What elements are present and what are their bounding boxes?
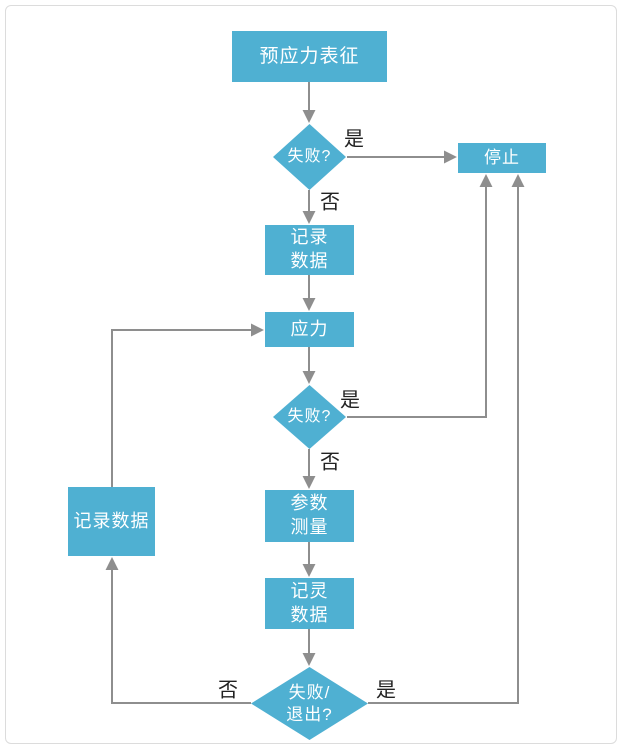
edge-fail3-no-to-leftbox: [105, 557, 251, 704]
edge-fail3-yes-to-stop-label: 是: [376, 679, 396, 702]
flow-node-decision-fail-2-label-line: 失败?: [287, 408, 332, 425]
edge-fail3-no-to-leftbox-label: 否: [218, 679, 238, 702]
flow-node-stress-label-line: 应力: [290, 318, 329, 339]
flow-node-parameter-measurement: 参数测量: [265, 490, 354, 542]
flow-node-record-data-2: 记灵数据: [265, 578, 354, 629]
edge-leftbox-to-stress: [111, 323, 264, 487]
edge-fail2-no-to-param-label: 否: [320, 451, 340, 474]
flow-node-stop: 停止: [458, 143, 546, 173]
edge-fail3-yes-to-stop: [368, 174, 525, 704]
edge-fail1-no-to-record1-label: 否: [320, 191, 340, 214]
flow-node-record-data-2-label-line: 数据: [290, 604, 329, 625]
flow-node-parameter-measurement-label-line: 测量: [290, 517, 329, 537]
flow-node-stop-label-line: 停止: [484, 147, 520, 167]
flow-node-record-data-left: 记录数据: [68, 487, 155, 556]
flow-node-decision-fail-exit-label-line: 失败/: [288, 683, 331, 703]
flow-node-record-data-left-label-line: 记录数据: [73, 510, 150, 531]
flow-node-decision-fail-exit-label-line: 退出?: [286, 704, 333, 724]
flow-node-record-data-1-label-line: 记录: [290, 227, 329, 248]
flow-node-parameter-measurement-label-line: 参数: [290, 493, 329, 514]
flow-node-record-data-2-label-line: 记灵: [290, 580, 329, 601]
flow-node-prestress-characterization-label-line: 预应力表征: [259, 45, 360, 67]
flow-node-decision-fail-1-label-line: 失败?: [287, 148, 332, 165]
flow-node-stress: 应力: [265, 312, 354, 347]
flow-node-record-data-1-label-line: 数据: [290, 251, 329, 271]
edge-fail2-yes-to-stop: [347, 174, 493, 418]
edge-fail2-yes-to-stop-label: 是: [340, 389, 360, 412]
edge-fail1-yes-to-stop-label: 是: [344, 128, 364, 151]
flow-node-record-data-1: 记录数据: [265, 225, 354, 275]
flow-node-prestress-characterization: 预应力表征: [232, 31, 387, 82]
